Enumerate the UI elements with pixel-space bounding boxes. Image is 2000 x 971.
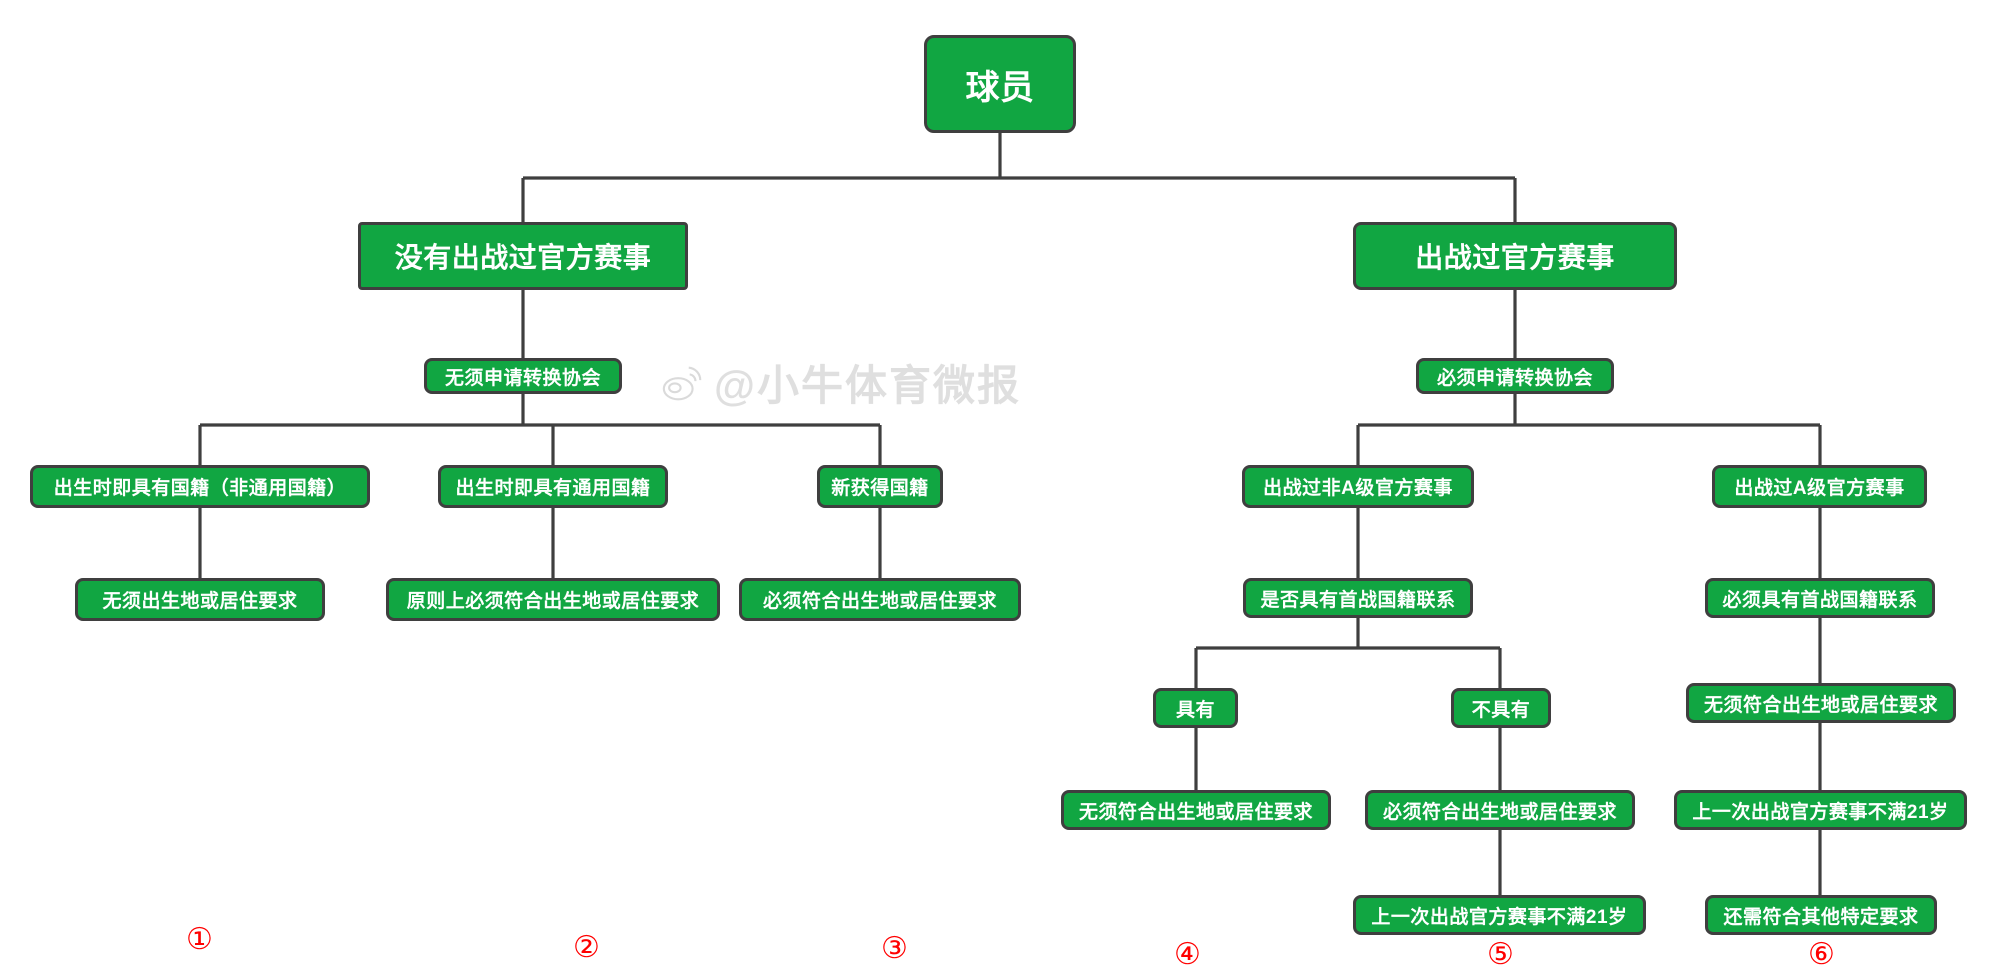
node-answer-no-result-1-label: 必须符合出生地或居住要求: [1382, 801, 1617, 823]
watermark-text: @小牛体育微报: [714, 362, 1021, 409]
index-marker-4: ④: [1174, 937, 1201, 971]
node-answer-no-link-label: 不具有: [1471, 699, 1531, 721]
index-marker-2: ②: [573, 930, 600, 965]
node-left-case-3[interactable]: 新获得国籍: [817, 465, 943, 508]
node-left-result-2-label: 原则上必须符合出生地或居住要求: [406, 591, 700, 612]
node-right-case-A[interactable]: 出战过A级官方赛事: [1712, 465, 1927, 508]
node-A-result-1[interactable]: 无须符合出生地或居住要求: [1686, 683, 1956, 723]
node-right-condition-link[interactable]: 必须具有首战国籍联系: [1705, 578, 1935, 618]
node-answer-no-result-1[interactable]: 必须符合出生地或居住要求: [1365, 790, 1635, 830]
node-right-question-link-label: 是否具有首战国籍联系: [1260, 589, 1456, 611]
node-answer-has-result-1-label: 无须符合出生地或居住要求: [1078, 801, 1313, 823]
node-left-result-3-label: 必须符合出生地或居住要求: [762, 591, 997, 612]
node-right-requirement-label: 必须申请转换协会: [1436, 367, 1593, 389]
index-marker-5: ⑤: [1487, 937, 1514, 971]
node-A-result-2[interactable]: 上一次出战官方赛事不满21岁: [1674, 790, 1967, 830]
node-answer-no-link[interactable]: 不具有: [1451, 688, 1551, 728]
node-left-case-1-label: 出生时即具有国籍（非通用国籍）: [53, 478, 347, 499]
node-answer-has-link-label: 具有: [1175, 699, 1215, 721]
node-right-condition-link-label: 必须具有首战国籍联系: [1722, 589, 1918, 611]
node-branch-right[interactable]: 出战过官方赛事: [1353, 222, 1677, 290]
node-left-requirement[interactable]: 无须申请转换协会: [424, 358, 622, 394]
node-answer-no-result-2-label: 上一次出战官方赛事不满21岁: [1371, 906, 1628, 928]
node-left-case-1[interactable]: 出生时即具有国籍（非通用国籍）: [30, 465, 370, 508]
node-A-result-3[interactable]: 还需符合其他特定要求: [1705, 895, 1937, 935]
node-right-case-nonA[interactable]: 出战过非A级官方赛事: [1242, 465, 1474, 508]
node-left-result-3[interactable]: 必须符合出生地或居住要求: [739, 578, 1021, 621]
index-marker-3: ③: [881, 931, 908, 966]
node-branch-right-label: 出战过官方赛事: [1415, 242, 1615, 273]
node-A-result-2-label: 上一次出战官方赛事不满21岁: [1692, 801, 1949, 823]
node-right-case-A-label: 出战过A级官方赛事: [1734, 478, 1905, 499]
node-left-requirement-label: 无须申请转换协会: [444, 367, 601, 389]
weibo-logo-icon: [660, 360, 706, 406]
node-left-case-3-label: 新获得国籍: [831, 478, 929, 499]
node-left-result-1[interactable]: 无须出生地或居住要求: [75, 578, 325, 621]
node-root-label: 球员: [965, 68, 1035, 107]
node-A-result-3-label: 还需符合其他特定要求: [1723, 906, 1919, 928]
node-answer-has-link[interactable]: 具有: [1153, 688, 1238, 728]
node-left-result-2[interactable]: 原则上必须符合出生地或居住要求: [386, 578, 720, 621]
node-answer-has-result-1[interactable]: 无须符合出生地或居住要求: [1061, 790, 1331, 830]
weibo-watermark: @小牛体育微报: [660, 352, 1021, 413]
node-right-case-nonA-label: 出战过非A级官方赛事: [1263, 478, 1453, 499]
node-left-case-2[interactable]: 出生时即具有通用国籍: [438, 465, 668, 508]
node-answer-no-result-2[interactable]: 上一次出战官方赛事不满21岁: [1353, 895, 1646, 935]
node-left-case-2-label: 出生时即具有通用国籍: [455, 478, 651, 499]
node-left-result-1-label: 无须出生地或居住要求: [102, 591, 298, 612]
node-right-question-link[interactable]: 是否具有首战国籍联系: [1243, 578, 1473, 618]
node-root[interactable]: 球员: [924, 35, 1076, 133]
node-A-result-1-label: 无须符合出生地或居住要求: [1703, 694, 1938, 716]
index-marker-6: ⑥: [1808, 937, 1835, 971]
node-branch-left[interactable]: 没有出战过官方赛事: [358, 222, 688, 290]
node-branch-left-label: 没有出战过官方赛事: [394, 242, 652, 273]
index-marker-1: ①: [186, 922, 213, 957]
node-right-requirement[interactable]: 必须申请转换协会: [1416, 358, 1614, 394]
